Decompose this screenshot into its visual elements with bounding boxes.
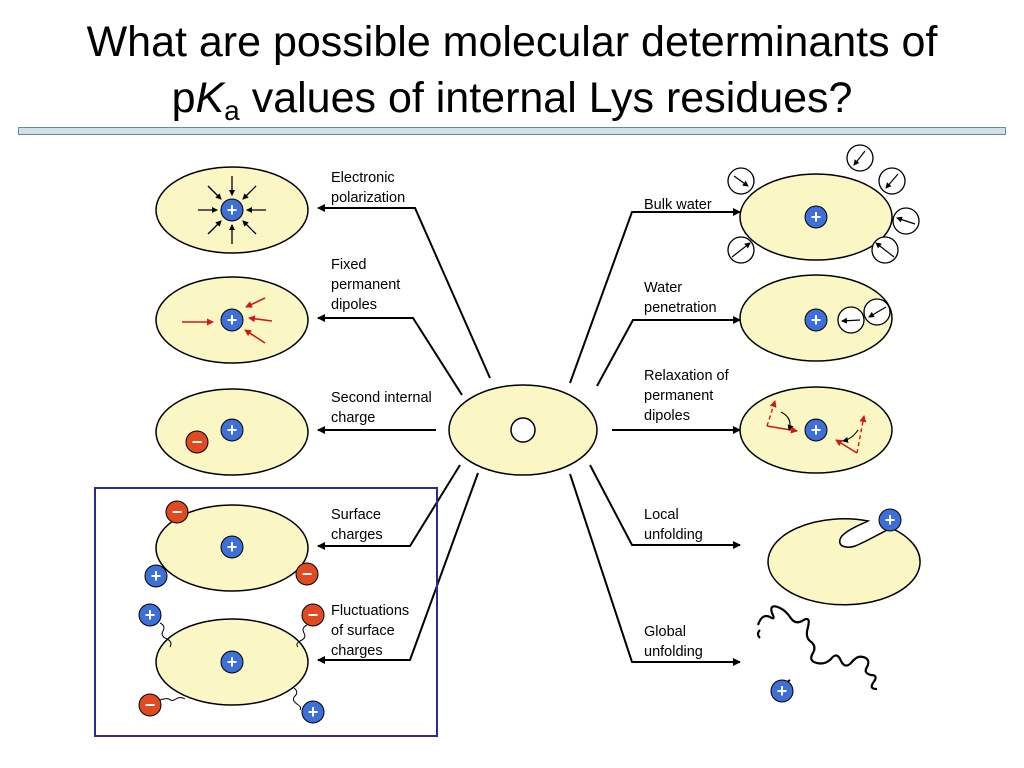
title-rest: values of internal Lys residues? <box>239 74 853 122</box>
panel-global-unfolding: + <box>756 605 878 703</box>
label-relaxation: Relaxation of permanent dipoles <box>644 368 729 424</box>
connector-global-unfolding <box>569 473 741 666</box>
label-bulk-water: Bulk water <box>644 197 712 213</box>
minus-symbol: − <box>172 502 183 522</box>
connector-fluctuations <box>317 472 479 664</box>
title-divider <box>18 127 1006 135</box>
connector-fixed-dipoles <box>317 314 463 396</box>
label-second-charge: Second internal charge <box>331 390 432 426</box>
panel-bulk-water: + <box>727 144 920 264</box>
negative-charge-icon: − <box>138 693 162 717</box>
positive-charge-icon: + <box>220 308 244 332</box>
panel-surface-charges: + − − + <box>144 500 319 592</box>
panel-fluctuations: + + − − + <box>138 603 325 724</box>
minus-symbol: − <box>192 432 203 452</box>
surface-charges-highlight-frame <box>94 487 438 737</box>
plus-symbol: + <box>227 200 238 220</box>
slide-title-line-2: pKa values of internal Lys residues? <box>0 74 1024 135</box>
title-subscript-a: a <box>224 95 240 126</box>
positive-charge-icon: + <box>220 198 244 222</box>
positive-charge-icon: + <box>770 679 794 703</box>
central-protein <box>448 384 598 476</box>
connector-surface-charges <box>317 464 461 550</box>
left-connectors <box>317 204 491 664</box>
negative-charge-icon: − <box>301 603 325 627</box>
positive-charge-icon: + <box>804 308 828 332</box>
plus-symbol: + <box>227 310 238 330</box>
plus-symbol: + <box>811 310 822 330</box>
positive-charge-icon: + <box>301 700 325 724</box>
right-connectors <box>569 208 741 666</box>
slide-title-line-1: What are possible molecular determinants… <box>86 18 938 66</box>
panel-electronic-polarization: + <box>155 166 309 254</box>
flexible-tether-icons <box>159 622 308 711</box>
title-K: K <box>195 74 225 122</box>
label-surface-charges: Surface charges <box>331 507 383 543</box>
plus-symbol: + <box>811 207 822 227</box>
positive-charge-icon: + <box>220 418 244 442</box>
plus-symbol: + <box>145 605 156 625</box>
connector-local-unfolding <box>589 464 741 549</box>
negative-charge-icon: − <box>295 562 319 586</box>
minus-symbol: − <box>302 564 313 584</box>
plus-symbol: + <box>151 566 162 586</box>
plus-symbol: + <box>777 681 788 701</box>
plus-symbol: + <box>308 702 319 722</box>
label-water-penetration: Water penetration <box>644 280 717 316</box>
negative-charge-icon: − <box>165 500 189 524</box>
label-local-unfolding: Local unfolding <box>644 507 703 543</box>
label-global-unfolding: Global unfolding <box>644 624 703 660</box>
positive-charge-icon: + <box>220 535 244 559</box>
positive-charge-icon: + <box>804 418 828 442</box>
connector-water-penetration <box>596 316 741 387</box>
panel-relaxation: + <box>739 386 893 474</box>
plus-symbol: + <box>885 510 896 530</box>
plus-symbol: + <box>227 652 238 672</box>
central-site-icon <box>510 417 536 443</box>
label-fixed-dipoles: Fixed permanent dipoles <box>331 257 401 313</box>
minus-symbol: − <box>145 695 156 715</box>
positive-charge-icon: + <box>138 603 162 627</box>
label-fluctuations: Fluctuations of surface charges <box>331 603 410 659</box>
plus-symbol: + <box>227 537 238 557</box>
panel-local-unfolding: + <box>767 508 921 606</box>
panel-second-charge: + − <box>155 388 309 476</box>
positive-charge-icon: + <box>144 564 168 588</box>
panel-fixed-dipoles: + <box>155 276 309 364</box>
label-electronic-polarization: Electronic polarization <box>331 170 406 206</box>
unfolded-chain-icon <box>756 605 878 691</box>
title-p: p <box>171 74 196 122</box>
minus-symbol: − <box>308 605 319 625</box>
panel-water-penetration: + <box>739 274 893 362</box>
plus-symbol: + <box>811 420 822 440</box>
positive-charge-icon: + <box>804 205 828 229</box>
positive-charge-icon: + <box>878 508 902 532</box>
negative-charge-icon: − <box>185 430 209 454</box>
connector-bulk-water <box>569 208 741 384</box>
positive-charge-icon: + <box>220 650 244 674</box>
connector-electronic-polarization <box>317 204 491 379</box>
plus-symbol: + <box>227 420 238 440</box>
